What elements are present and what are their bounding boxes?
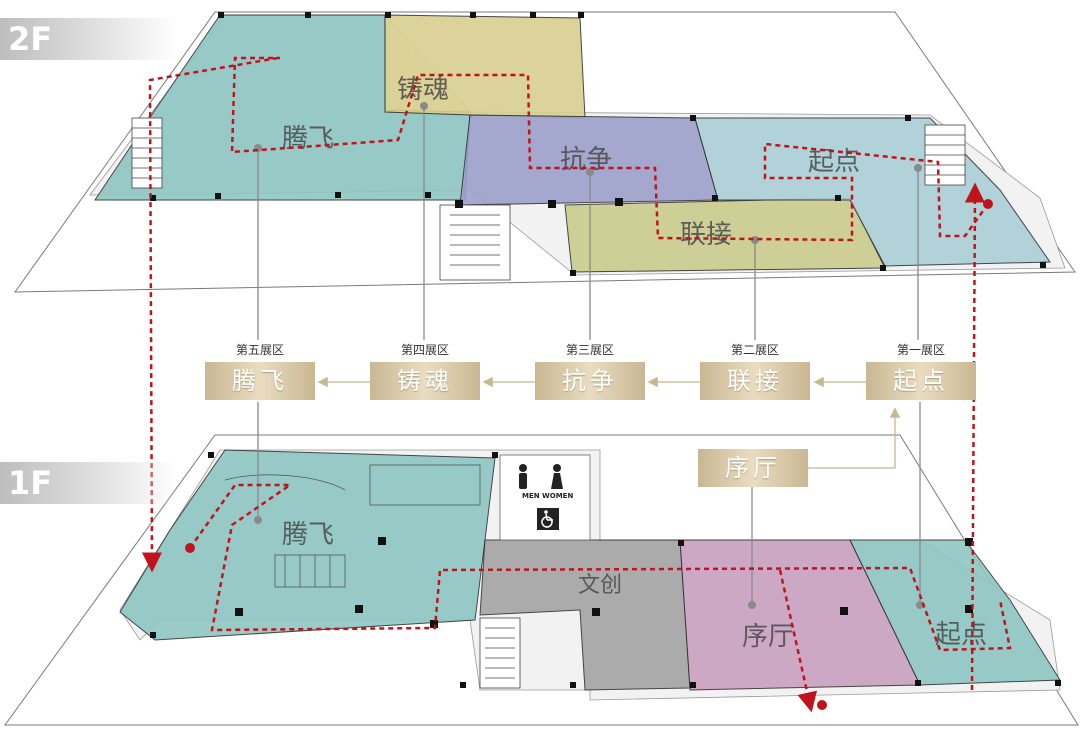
map-label-1f-wenchuang: 文创 <box>578 573 622 598</box>
floor-tag-2f: 2F <box>0 18 178 60</box>
leader-dots <box>254 102 924 609</box>
zone-1f-tengfei <box>119 449 496 641</box>
woman-icon <box>551 464 563 489</box>
showcase-1f <box>224 464 481 588</box>
map-label-2f-tengfei: 腾飞 <box>282 124 334 154</box>
map-label-2f-kangzheng: 抗争 <box>560 145 612 175</box>
floor-tag-1f: 1F <box>0 462 178 504</box>
zone-2-label: 联接 <box>700 362 810 400</box>
zone-4-label: 铸魂 <box>370 362 480 400</box>
route-start-2f <box>983 199 993 209</box>
map-label-1f-xuting: 序厅 <box>742 622 794 652</box>
visit-route-1f <box>188 483 1012 713</box>
flow-arrows <box>317 376 901 469</box>
zone-4-caption: 第四展区 <box>400 343 449 357</box>
zone-3-label: 抗争 <box>535 362 645 400</box>
zone-3-caption: 第三展区 <box>565 343 614 357</box>
route-exit-1f <box>817 700 827 710</box>
zone-5-caption: 第五展区 <box>235 343 284 357</box>
restroom-label: MEN WOMEN <box>522 492 573 500</box>
wheelchair-icon <box>537 508 559 530</box>
map-label-1f-tengfei: 腾飞 <box>282 520 334 550</box>
stairs-2f-center <box>439 204 511 281</box>
prelude-hall-label: 序厅 <box>698 449 808 487</box>
stairs-2f-left <box>131 117 163 189</box>
columns-2f <box>150 12 1046 276</box>
map-label-2f-lianjie: 联接 <box>680 220 732 250</box>
stairs-2f-right <box>924 124 966 186</box>
route-end-1f <box>185 543 195 553</box>
map-label-2f-zhuhun: 铸魂 <box>397 75 449 105</box>
map-label-2f-qidian: 起点 <box>808 147 860 177</box>
map-label-1f-qidian: 起点 <box>935 620 987 650</box>
man-icon <box>519 464 527 489</box>
stairs-1f-center <box>479 617 521 689</box>
zone-1-label: 起点 <box>866 362 976 400</box>
zone-5-label: 腾飞 <box>205 362 315 400</box>
zone-1-caption: 第一展区 <box>896 343 945 357</box>
columns-1f <box>150 452 1061 688</box>
leader-lines <box>257 106 921 605</box>
zone-2-caption: 第二展区 <box>730 343 779 357</box>
visit-route-2f <box>141 56 990 691</box>
